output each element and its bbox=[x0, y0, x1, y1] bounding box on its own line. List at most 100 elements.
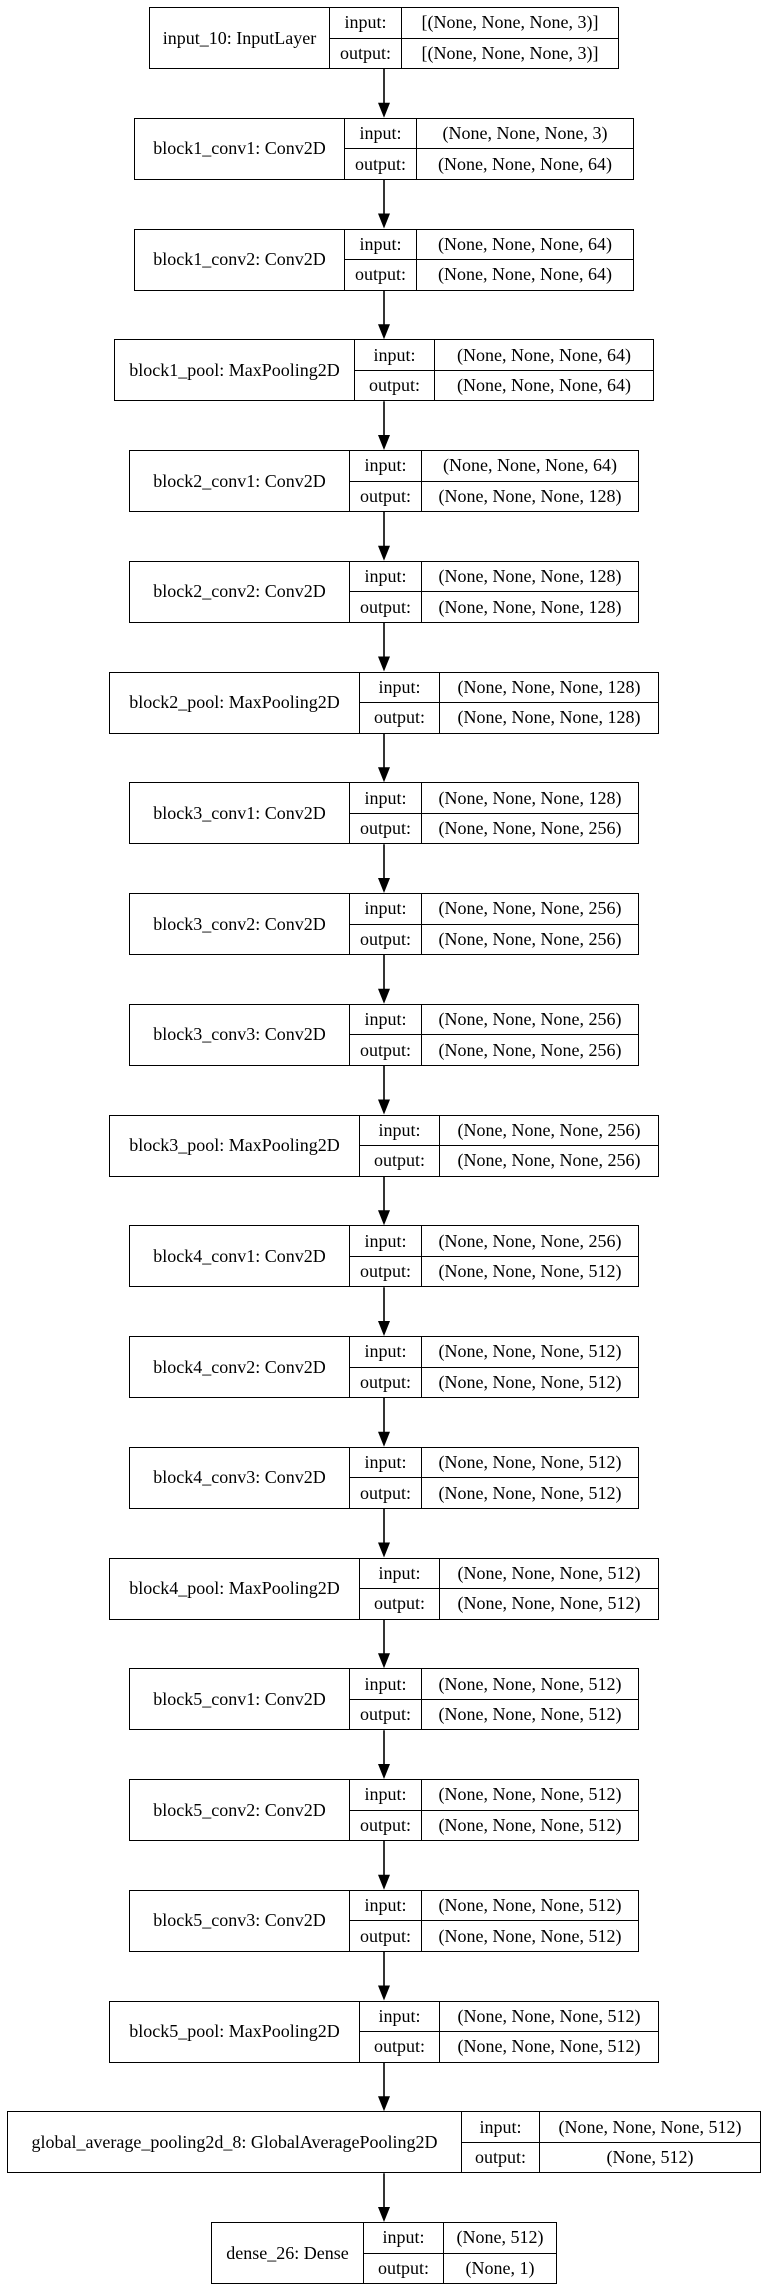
layer-input-row: input:(None, None, None, 256) bbox=[350, 1226, 638, 1256]
layer-output-label: output: bbox=[462, 2142, 540, 2173]
layer-io-table: input:(None, None, None, 128)output:(Non… bbox=[350, 783, 638, 844]
layer-input-shape: (None, None, None, 512) bbox=[457, 2005, 641, 2026]
layer-input-row: input:(None, None, None, 128) bbox=[350, 561, 638, 592]
layer-input-label: input: bbox=[350, 1780, 422, 1810]
layer-name: block3_conv1: Conv2D bbox=[130, 783, 350, 844]
layer-output-shape: (None, None, None, 512) bbox=[438, 1704, 622, 1724]
layer-input-label: input: bbox=[360, 1115, 440, 1145]
layer-name: block2_conv1: Conv2D bbox=[130, 451, 350, 511]
layer-name: block2_conv2: Conv2D bbox=[130, 561, 350, 622]
layer-name: block5_conv1: Conv2D bbox=[130, 1669, 350, 1730]
layer-io-table: input:(None, None, None, 64)output: (None… bbox=[345, 229, 633, 290]
layer-output-label: output: bbox=[350, 1256, 422, 1287]
edge-arrowhead bbox=[378, 767, 390, 783]
layer-io-table: input:(None, None, None, 64)output:(None… bbox=[350, 451, 638, 511]
layer-output-row: output:(None, None, None, 128) bbox=[350, 591, 638, 622]
layer-output-label: output: bbox=[350, 481, 422, 511]
layer-io-table: input:(None, None, None, 512)output:(Non… bbox=[350, 1669, 638, 1730]
layer-name: global_average_pooling2d_8: GlobalAverag… bbox=[8, 2112, 462, 2173]
layer-output-label: output: bbox=[355, 370, 435, 401]
layer-output-row: output:[(None, None, None, 3)] bbox=[330, 37, 618, 68]
layer-output-label: output: bbox=[350, 1367, 422, 1397]
layer-output-shape: (None, None, None, 256) bbox=[438, 1039, 622, 1060]
layer-output-label: output: bbox=[350, 592, 422, 622]
layer-input-row: input:(None, None, None, 512) bbox=[350, 1447, 638, 1478]
layer-output-row: output:(None, None, None, 64) bbox=[345, 148, 633, 179]
layer-output-label: output: bbox=[345, 260, 417, 290]
layer-input-label: input: bbox=[330, 8, 402, 38]
layer-io-table: input:(None, None, None, 64)output:(None… bbox=[355, 340, 653, 401]
layer-input-row: input:(None, None, None, 128) bbox=[350, 783, 638, 813]
layer-output-shape: (None, None, None, 64) bbox=[438, 264, 612, 285]
layer-output-label: output: bbox=[345, 149, 417, 179]
layer-input-shape: (None, None, None, 512) bbox=[438, 1452, 622, 1472]
layer-input-shape: (None, None, None, 512) bbox=[438, 1341, 622, 1362]
layer-name: block1_pool: MaxPooling2D bbox=[115, 340, 355, 401]
layer-input-shape: (None, 512) bbox=[456, 2227, 544, 2248]
layer-input-label: input: bbox=[350, 451, 422, 481]
layer-io-table: input:(None, None, None, 128)output:(Non… bbox=[350, 561, 638, 622]
layer-output-label: output: bbox=[360, 1589, 440, 1619]
layer-input-row: input: (None, None, None, 256) bbox=[360, 1115, 658, 1145]
layer-output-label: output: bbox=[360, 1146, 440, 1176]
layer-output-shape: (None, None, None, 512) bbox=[438, 1482, 622, 1503]
edge-arrowhead bbox=[378, 2207, 390, 2222]
layer-output-row: output:(None, 1) bbox=[364, 2252, 556, 2283]
layer-io-table: input:(None, None, None, 128)output:(Non… bbox=[360, 672, 658, 733]
edge-arrowhead bbox=[378, 2096, 390, 2112]
layer-input-shape: (None, None, None, 512) bbox=[438, 1673, 622, 1694]
layer-input-label: input: bbox=[350, 1004, 422, 1035]
layer-output-shape: (None, None, None, 128) bbox=[438, 485, 622, 506]
layer-output-row: output:(None, None, None, 256) bbox=[350, 923, 638, 954]
layer-input-shape: (None, None, None, 64) bbox=[457, 344, 631, 365]
layer-io-table: input:(None, None, None, 512)output: (Non… bbox=[350, 1890, 638, 1951]
layer-output-row: output:(None, None, None, 512) bbox=[350, 1255, 638, 1287]
layer-input-row: input:(None, None, None, 512) bbox=[350, 1890, 638, 1921]
layer-output-row: output: (None, None, None, 128) bbox=[350, 480, 638, 511]
layer-output-label: output: bbox=[350, 1921, 422, 1951]
layer-input-shape: (None, None, None, 128) bbox=[457, 676, 641, 697]
layer-input-row: input:(None, None, None, 64) bbox=[345, 229, 633, 259]
layer-output-row: output:(None, None, None, 512) bbox=[350, 1477, 638, 1508]
layer-node: global_average_pooling2d_8: GlobalAverag… bbox=[7, 2111, 761, 2174]
edge-arrowhead bbox=[378, 1985, 390, 2001]
layer-input-shape: (None, None, None, 256) bbox=[438, 1009, 622, 1029]
layer-name: block4_conv1: Conv2D bbox=[130, 1226, 350, 1287]
layer-output-label: output: bbox=[350, 1810, 422, 1840]
layer-io-table: input:(None, None, None, 512)output:(Non… bbox=[350, 1337, 638, 1397]
layer-name: input_10: InputLayer bbox=[150, 8, 330, 68]
layer-name: block3_pool: MaxPooling2D bbox=[110, 1115, 360, 1176]
layer-io-table: input:(None, None, None, 512)output:(Non… bbox=[360, 1558, 658, 1619]
layer-input-shape: (None, None, None, 256) bbox=[438, 1230, 622, 1251]
layer-input-label: input: bbox=[350, 561, 422, 592]
edge-arrowhead bbox=[378, 1099, 390, 1115]
layer-input-row: input:(None, 512) bbox=[364, 2223, 556, 2253]
layer-output-shape: (None, None, None, 512) bbox=[457, 1593, 641, 1614]
layer-name: dense_26: Dense bbox=[212, 2223, 364, 2283]
layer-output-label: output: bbox=[350, 1699, 422, 1730]
edge-arrowhead bbox=[378, 1874, 390, 1890]
layer-name: block3_conv2: Conv2D bbox=[130, 894, 350, 954]
layer-input-label: input: bbox=[462, 2112, 540, 2142]
layer-output-shape: (None, None, None, 512) bbox=[438, 1925, 622, 1946]
layer-io-table: input:(None, None, None, 512)output:(Non… bbox=[350, 1780, 638, 1840]
layer-name: block4_conv2: Conv2D bbox=[130, 1337, 350, 1397]
layer-name: block5_pool: MaxPooling2D bbox=[110, 2001, 360, 2062]
layer-input-shape: (None, None, None, 256) bbox=[457, 1119, 641, 1140]
layer-output-shape: (None, None, None, 512) bbox=[457, 2036, 641, 2057]
layer-input-label: input: bbox=[345, 229, 417, 259]
layer-io-table: input:(None, None, None, 256)output:(Non… bbox=[350, 894, 638, 954]
edge-arrowhead bbox=[378, 324, 390, 340]
edge-arrowhead bbox=[378, 1653, 390, 1669]
edge-arrowhead bbox=[378, 545, 390, 561]
layer-input-label: input: bbox=[345, 118, 417, 149]
layer-io-table: input:(None, None, None, 512)output:(Non… bbox=[360, 2001, 658, 2062]
